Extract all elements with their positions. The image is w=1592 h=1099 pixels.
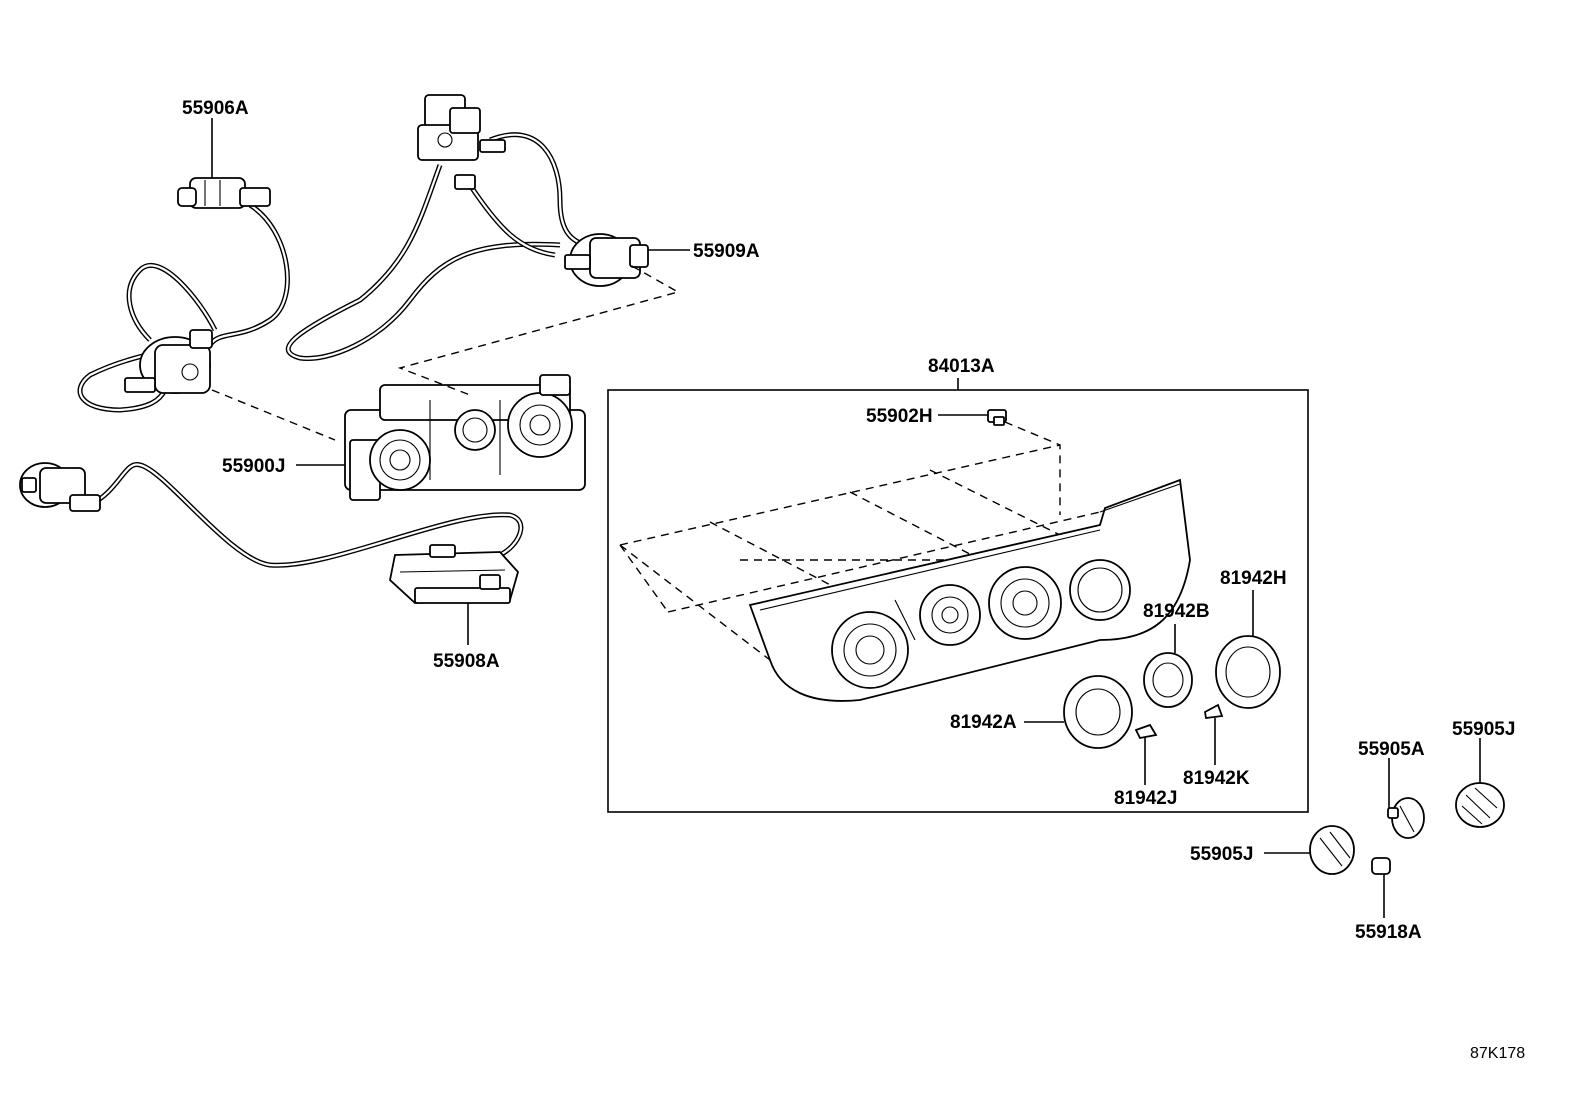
label-84013A: 84013A [928, 356, 995, 377]
label-81942H: 81942H [1220, 568, 1287, 589]
leader-lines [211, 118, 1481, 918]
ring-81942A [1063, 675, 1133, 749]
cable-55906A [77, 177, 290, 413]
cable-55900J-lower [19, 462, 524, 568]
ring-81942B [1143, 652, 1193, 708]
label-55908A: 55908A [433, 651, 500, 672]
label-81942J: 81942J [1114, 788, 1177, 809]
ring-81942H [1215, 635, 1281, 709]
figure-code: 87K178 [1470, 1045, 1525, 1062]
knob-55905A [1387, 797, 1425, 839]
panel-bezel [748, 478, 1191, 702]
label-81942B: 81942B [1143, 601, 1210, 622]
label-55905J-right: 55905J [1452, 719, 1515, 740]
label-55906A: 55906A [182, 98, 249, 119]
clip-81942J [1134, 723, 1158, 740]
bracket-55908A [389, 544, 520, 604]
connector-55906A [177, 177, 271, 209]
cable-55909A [285, 94, 649, 361]
clip-81942K [1204, 703, 1224, 720]
label-55900J: 55900J [222, 456, 285, 477]
knob-55918A [1371, 857, 1391, 875]
label-81942K: 81942K [1183, 768, 1250, 789]
bracket-55909A [417, 94, 506, 190]
actuator-55906A [124, 329, 213, 394]
label-55905A: 55905A [1358, 739, 1425, 760]
label-81942A: 81942A [950, 712, 1017, 733]
connector-55909A [564, 233, 649, 287]
knob-55905J-left [1309, 825, 1355, 875]
label-55918A: 55918A [1355, 922, 1422, 943]
connector-left-lower [19, 462, 101, 512]
assembly-lines-upper [211, 265, 680, 441]
label-55905J-left: 55905J [1190, 844, 1253, 865]
control-head-55900J [344, 374, 586, 501]
label-55902H: 55902H [866, 406, 933, 427]
knob-55905J-right [1455, 782, 1505, 828]
label-55909A: 55909A [693, 241, 760, 262]
clip-55902H [987, 409, 1007, 426]
